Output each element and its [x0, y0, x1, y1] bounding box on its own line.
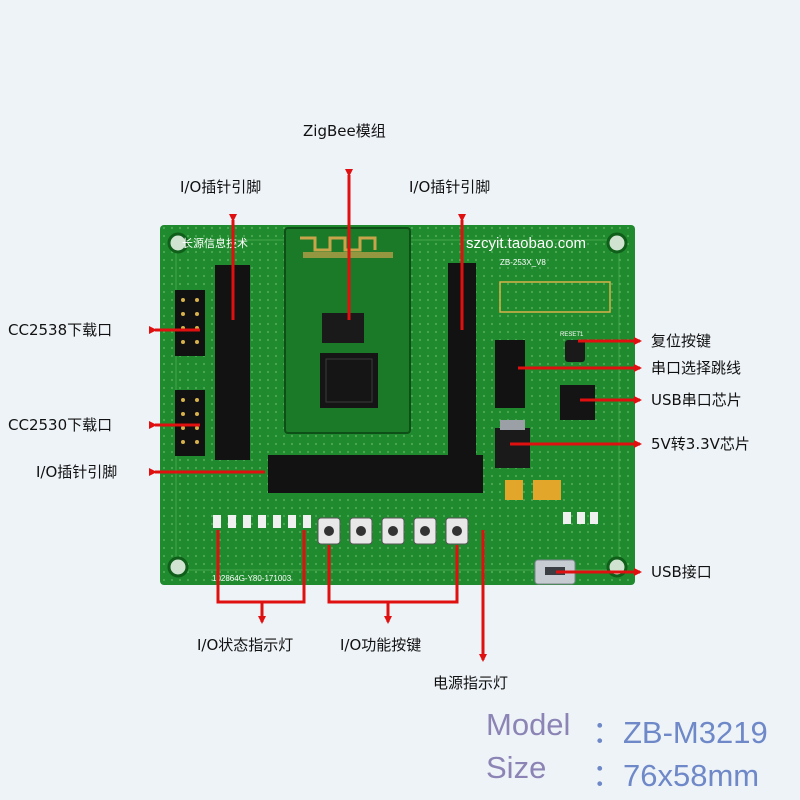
label-io-header-top-right: I/O插针引脚 [409, 178, 491, 196]
callout-arrows [149, 169, 642, 662]
label-uart-jumper: 串口选择跳线 [651, 359, 742, 377]
label-reset-button: 复位按键 [651, 332, 712, 350]
label-cc2538-port: CC2538下载口 [8, 321, 113, 339]
mount-hole [606, 232, 628, 254]
silk-version: ZB-253X_V8 [500, 258, 546, 267]
spec-model-label: Model [486, 707, 571, 742]
main-soc-chip [320, 353, 378, 408]
uart-jumper-header [495, 340, 525, 408]
power-leds [563, 512, 598, 524]
io-function-buttons [317, 517, 469, 545]
mount-hole [167, 232, 189, 254]
tantalum-capacitor [533, 480, 561, 500]
label-io-header-bottom: I/O插针引脚 [36, 463, 118, 481]
io-header-bottom [268, 455, 483, 493]
label-regulator-chip: 5V转3.3V芯片 [651, 435, 750, 453]
zigbee-module [284, 227, 411, 434]
label-io-header-top-left: I/O插针引脚 [180, 178, 262, 196]
label-power-led: 电源指示灯 [433, 674, 509, 692]
debug-header-left [175, 263, 525, 493]
label-usb-uart-chip: USB串口芯片 [651, 391, 742, 409]
silk-url: szcyit.taobao.com [466, 235, 586, 252]
tantalum-capacitor [505, 480, 523, 500]
label-usb-port: USB接口 [651, 563, 712, 581]
ldo-regulator [495, 428, 530, 468]
mount-hole [167, 556, 189, 578]
silk-brand: 长源信息技术 [182, 236, 248, 250]
label-cc2530-port: CC2530下载口 [8, 416, 113, 434]
rf-shield-chip [322, 313, 364, 343]
bracket-buttons [327, 545, 459, 604]
spec-model-value: ：ZB-M3219 [592, 715, 768, 750]
label-zigbee-module: ZigBee模组 [303, 122, 386, 140]
usb-uart-chip [560, 385, 595, 420]
spec-size-value: ：76x58mm [592, 758, 760, 793]
reset-button-part [565, 340, 585, 362]
label-io-buttons: I/O功能按键 [340, 636, 422, 654]
silk-serial: 102864G-Y80-171003 [212, 574, 292, 583]
silk-reset: RESET1 [560, 332, 584, 338]
spec-size-label: Size [486, 750, 547, 785]
io-status-leds [213, 515, 311, 528]
label-io-status-leds: I/O状态指示灯 [197, 636, 294, 654]
unpopulated-header [499, 281, 611, 313]
